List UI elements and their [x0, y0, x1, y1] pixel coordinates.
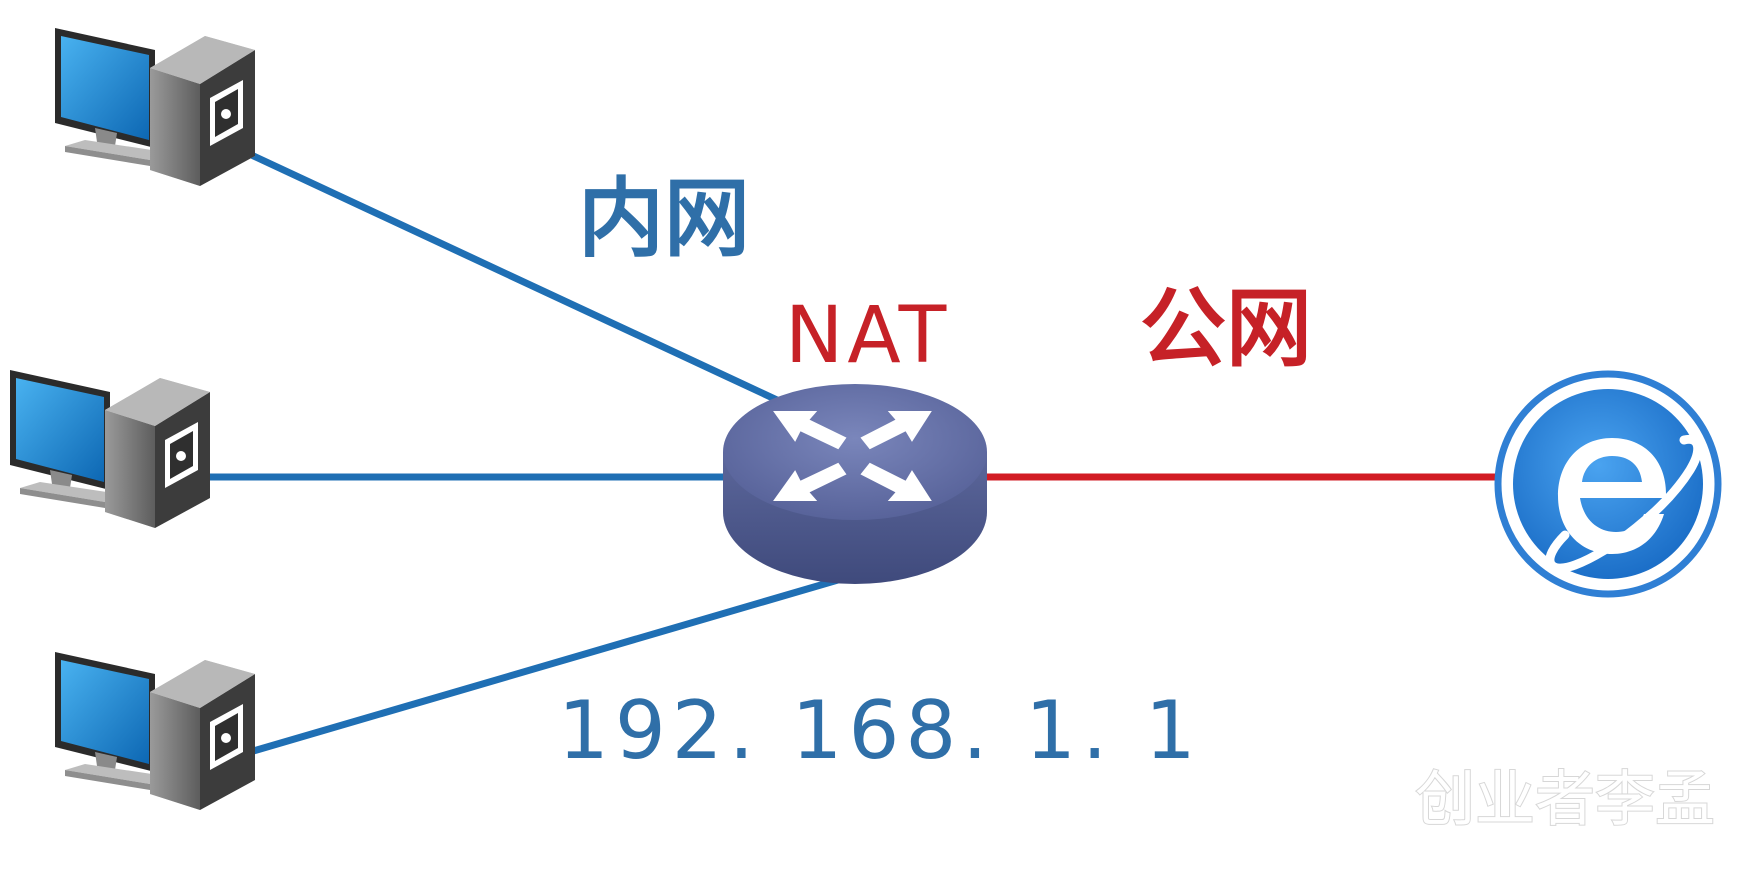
- desktop-pc-icon: [55, 652, 255, 810]
- nat-label: NAT: [785, 291, 950, 381]
- internet-explorer-icon: [1494, 370, 1722, 598]
- link-pc-bottom-to-router: [246, 571, 859, 756]
- router-icon: [723, 384, 987, 584]
- watermark: 创业者李孟: [1415, 765, 1715, 835]
- inner-network-label: 内网: [578, 169, 750, 269]
- router-ip-label: 192. 168. 1. 1: [558, 684, 1202, 777]
- desktop-pc-icon: [55, 28, 255, 186]
- desktop-pc-icon: [10, 370, 210, 528]
- link-pc-top-to-router: [241, 148, 839, 431]
- public-network-label: 公网: [1140, 279, 1312, 379]
